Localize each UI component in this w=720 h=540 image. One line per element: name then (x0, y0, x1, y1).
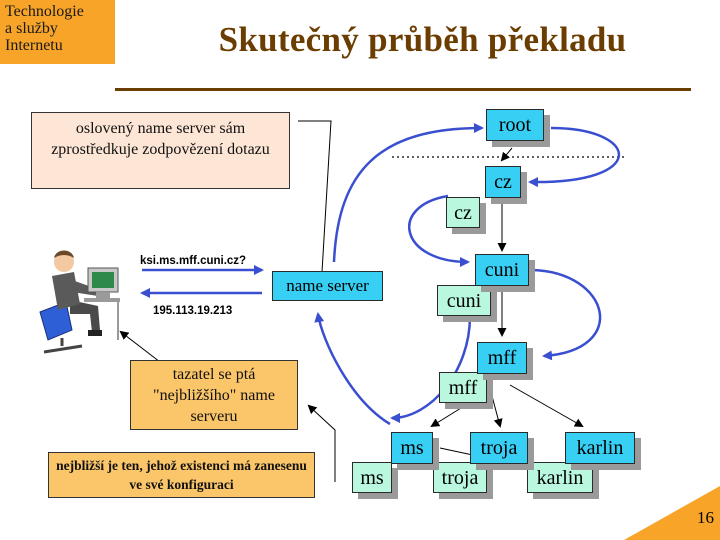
note-recursive-server-text: oslovený name server sám zprostředkuje z… (51, 120, 270, 158)
node-mff-upper: mff (477, 342, 527, 374)
node-mff-lower: mff (439, 372, 487, 403)
title-divider (115, 88, 691, 91)
edge-root-cz (500, 147, 513, 162)
arrow-root-cz (528, 126, 621, 188)
page-number: 16 (697, 508, 714, 527)
node-cz-upper: cz (485, 166, 521, 198)
node-karlin-lower: karlin (527, 462, 593, 493)
node-ms-lower: ms (352, 462, 392, 493)
badge-line-3: Internetu (5, 37, 63, 54)
callout-middle (119, 330, 161, 363)
badge-line-2: a služby (5, 20, 58, 37)
node-root: root (486, 109, 544, 141)
note-nearest-server: tazatel se ptá "nejbližšího" name server… (130, 360, 298, 430)
course-badge: Technologie a služby Internetu (0, 0, 115, 64)
arrow-ns-root (332, 123, 484, 263)
arrow-ms-ns (314, 312, 391, 426)
query-answer-label: 195.113.19.213 (153, 305, 233, 317)
note-configuration-text: nejbližší je ten, jehož existenci má zan… (56, 458, 307, 492)
callout-top (298, 120, 332, 273)
corner-decoration (624, 486, 720, 540)
node-cuni-lower: cuni (437, 285, 491, 316)
edge-mff-karlin (509, 384, 584, 427)
node-cuni-upper: cuni (475, 254, 529, 286)
node-karlin-upper: karlin (565, 432, 635, 464)
node-ms-upper: ms (391, 432, 433, 464)
badge-line-1: Technologie (5, 3, 84, 20)
arrow-cuni-mff (531, 268, 602, 361)
note-nearest-server-text: tazatel se ptá "nejbližšího" name server… (153, 366, 275, 425)
node-troja-upper: troja (470, 432, 528, 464)
callout-bottom (307, 404, 336, 482)
note-configuration: nejbližší je ten, jehož existenci má zan… (48, 452, 315, 498)
node-troja-lower: troja (433, 462, 487, 493)
page-title: Skutečný průběh překladu (218, 20, 627, 59)
arrow-cz-cuni (408, 194, 470, 267)
note-recursive-server: oslovený name server sám zprostředkuje z… (31, 112, 290, 189)
edge-mff-troja (491, 395, 503, 428)
node-cz-lower: cz (446, 197, 480, 228)
query-request-label: ksi.ms.mff.cuni.cz? (140, 255, 247, 267)
user-at-computer-icon (39, 250, 120, 354)
name-server-node: name server (272, 271, 383, 301)
